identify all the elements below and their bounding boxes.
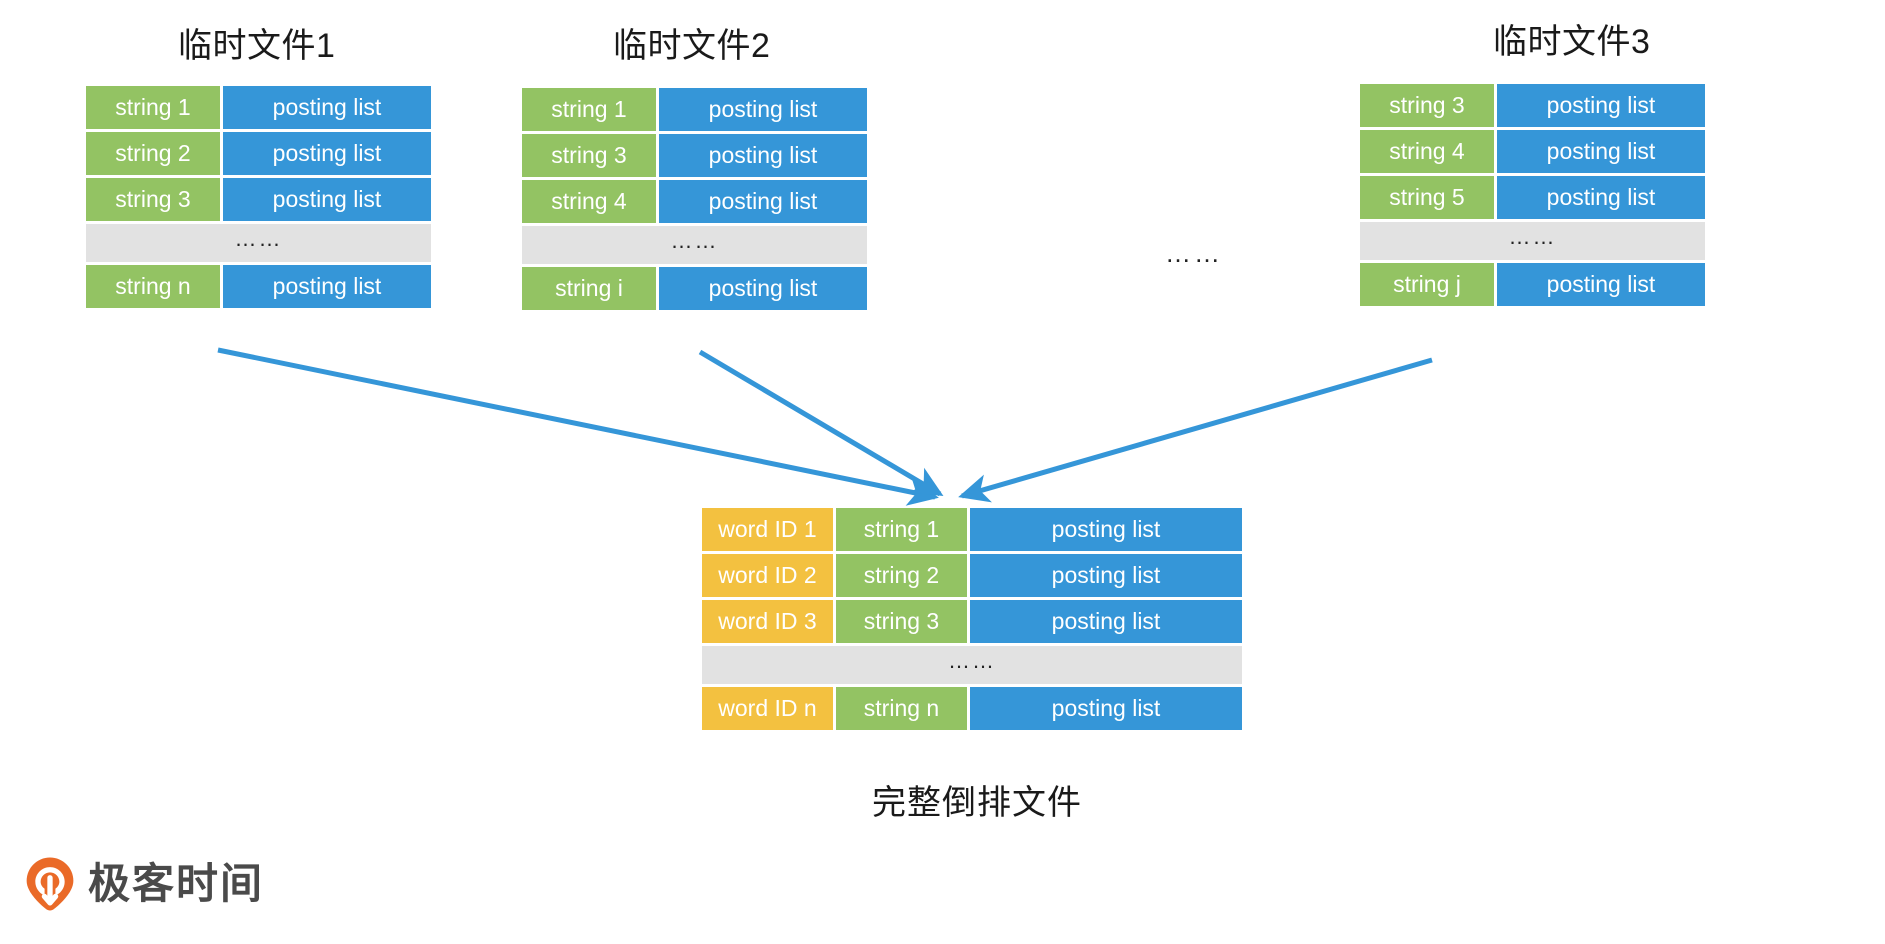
string-cell: string 4 (522, 180, 656, 223)
ellipsis-cell: …… (702, 646, 1242, 684)
posting-list-cell: posting list (1497, 263, 1705, 306)
string-cell: string n (86, 265, 220, 308)
table-row-ellipsis: …… (522, 226, 867, 264)
string-cell: string 5 (1360, 176, 1494, 219)
temp-file-3-table: string 3 posting list string 4 posting l… (1360, 84, 1705, 306)
table-row: string 1 posting list (86, 86, 431, 129)
posting-list-cell: posting list (970, 687, 1242, 730)
string-cell: string n (836, 687, 967, 730)
string-cell: string j (1360, 263, 1494, 306)
posting-list-cell: posting list (659, 180, 867, 223)
posting-list-cell: posting list (659, 134, 867, 177)
posting-list-cell: posting list (970, 600, 1242, 643)
string-cell: string 3 (836, 600, 967, 643)
ellipsis-cell: …… (1360, 222, 1705, 260)
table-row: string 1 posting list (522, 88, 867, 131)
ellipsis-cell: …… (522, 226, 867, 264)
word-id-cell: word ID 1 (702, 508, 833, 551)
table-row: word ID n string n posting list (702, 687, 1242, 730)
temp-file-2-title: 临时文件2 (613, 27, 771, 65)
table-row: word ID 1 string 1 posting list (702, 508, 1242, 551)
string-cell: string 3 (522, 134, 656, 177)
posting-list-cell: posting list (223, 265, 431, 308)
temp-file-1-table: string 1 posting list string 2 posting l… (86, 86, 431, 308)
table-row: string 2 posting list (86, 132, 431, 175)
table-row-ellipsis: …… (1360, 222, 1705, 260)
word-id-cell: word ID 2 (702, 554, 833, 597)
string-cell: string 2 (836, 554, 967, 597)
posting-list-cell: posting list (659, 88, 867, 131)
table-row: string i posting list (522, 267, 867, 310)
string-cell: string 2 (86, 132, 220, 175)
arrow-from-temp-file-1 (217, 347, 939, 506)
string-cell: string 3 (1360, 84, 1494, 127)
logo-text: 极客时间 (88, 860, 265, 907)
table-row: word ID 3 string 3 posting list (702, 600, 1242, 643)
temp-file-3-title: 临时文件3 (1493, 23, 1651, 61)
posting-list-cell: posting list (223, 86, 431, 129)
merged-file-caption: 完整倒排文件 (872, 784, 1082, 822)
string-cell: string 1 (86, 86, 220, 129)
table-row: string 4 posting list (522, 180, 867, 223)
table-row: string j posting list (1360, 263, 1705, 306)
posting-list-cell: posting list (1497, 176, 1705, 219)
string-cell: string i (522, 267, 656, 310)
string-cell: string 1 (522, 88, 656, 131)
posting-list-cell: posting list (659, 267, 867, 310)
posting-list-cell: posting list (223, 132, 431, 175)
table-row: string 3 posting list (86, 178, 431, 221)
location-pin-icon (26, 857, 74, 911)
merged-inverted-file-table: word ID 1 string 1 posting list word ID … (702, 508, 1242, 730)
temp-file-1-title: 临时文件1 (178, 27, 336, 65)
between-tables-ellipsis: …… (1165, 238, 1223, 268)
table-row: string 3 posting list (522, 134, 867, 177)
table-row-ellipsis: …… (702, 646, 1242, 684)
posting-list-cell: posting list (1497, 84, 1705, 127)
table-row: string 5 posting list (1360, 176, 1705, 219)
word-id-cell: word ID n (702, 687, 833, 730)
posting-list-cell: posting list (970, 508, 1242, 551)
ellipsis-cell: …… (86, 224, 431, 262)
arrow-from-temp-file-3 (958, 357, 1433, 503)
string-cell: string 3 (86, 178, 220, 221)
string-cell: string 1 (836, 508, 967, 551)
table-row-ellipsis: …… (86, 224, 431, 262)
table-row: string 4 posting list (1360, 130, 1705, 173)
table-row: word ID 2 string 2 posting list (702, 554, 1242, 597)
table-row: string n posting list (86, 265, 431, 308)
posting-list-cell: posting list (223, 178, 431, 221)
temp-file-2-table: string 1 posting list string 3 posting l… (522, 88, 867, 310)
table-row: string 3 posting list (1360, 84, 1705, 127)
word-id-cell: word ID 3 (702, 600, 833, 643)
posting-list-cell: posting list (1497, 130, 1705, 173)
arrow-from-temp-file-2 (698, 349, 944, 497)
brand-logo: 极客时间 (24, 856, 264, 912)
posting-list-cell: posting list (970, 554, 1242, 597)
string-cell: string 4 (1360, 130, 1494, 173)
